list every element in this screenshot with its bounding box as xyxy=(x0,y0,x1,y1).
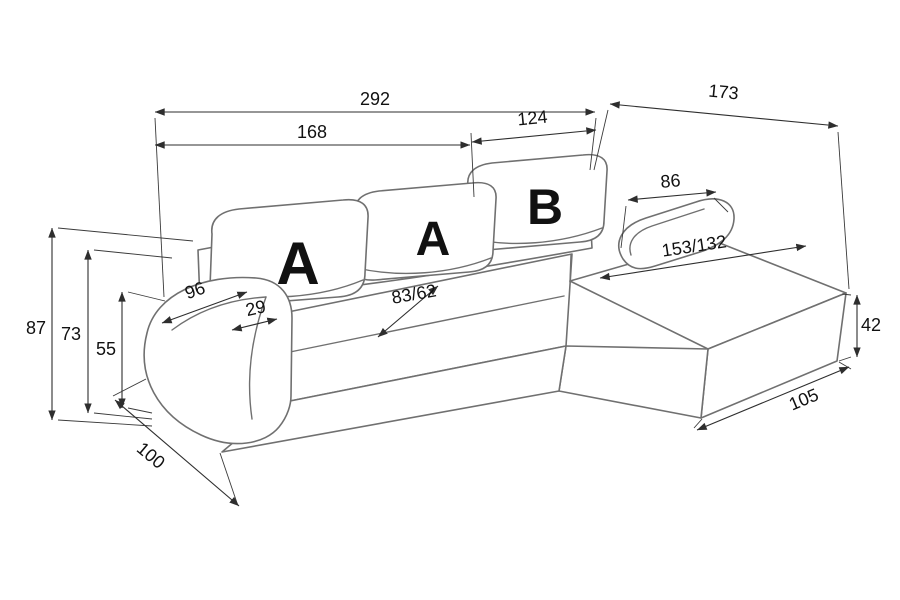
extension-line xyxy=(837,131,850,290)
extension-line xyxy=(93,412,153,420)
dim-armrest-length-line xyxy=(627,189,717,203)
extension-line xyxy=(838,356,852,362)
dim-seat-depth-line xyxy=(377,285,439,338)
corner-edge-line xyxy=(569,254,572,283)
dim-chaise-seat-height-value: 42 xyxy=(861,315,881,335)
dim-chaise-length-value: 173 xyxy=(708,81,740,104)
extension-line xyxy=(841,293,852,296)
dim-total-depth-line xyxy=(114,399,240,507)
extension-line xyxy=(693,418,703,429)
left-armrest-front-curve xyxy=(248,296,267,420)
dim-total-width-value: 292 xyxy=(360,89,390,109)
extension-line xyxy=(57,419,153,427)
chaise-front-left-face xyxy=(558,345,709,419)
dim-total-depth-value: 100 xyxy=(133,438,169,473)
extension-line xyxy=(57,227,194,242)
dimension-labels: 292 173 168 124 86 153/132 96 29 83/62 8… xyxy=(26,81,881,473)
cushion-letters: A A B xyxy=(276,179,563,297)
extension-line xyxy=(93,249,173,259)
dimension-lines xyxy=(48,101,861,507)
dim-seat-section-width-value: 168 xyxy=(297,122,327,142)
cushion-middle-seam xyxy=(356,257,492,275)
extension-line xyxy=(219,452,238,504)
dim-corner-section-width-value: 124 xyxy=(517,107,549,130)
dim-chaise-width-value: 105 xyxy=(786,384,821,414)
extension-line xyxy=(838,361,852,370)
dim-armrest-width-line xyxy=(231,317,278,332)
dim-back-height-value: 73 xyxy=(61,324,81,344)
extension-line xyxy=(127,407,153,414)
cushion-middle-label: A xyxy=(416,213,451,266)
dim-chaise-length-line xyxy=(609,101,839,129)
extension-line xyxy=(713,197,729,213)
extension-line xyxy=(593,109,609,171)
dim-armrest-depth-line xyxy=(161,291,248,324)
extension-line xyxy=(620,205,627,249)
dim-chaise-seat-length-line xyxy=(599,243,807,281)
extension-line xyxy=(127,291,166,302)
dim-armrest-length-value: 86 xyxy=(660,170,682,192)
dim-armrest-width-value: 29 xyxy=(244,296,268,320)
dim-total-height-value: 87 xyxy=(26,318,46,338)
dim-corner-section-width-line xyxy=(471,127,597,145)
extension-line xyxy=(112,378,147,397)
dim-armrest-height-value: 55 xyxy=(96,339,116,359)
cushion-right-label: B xyxy=(527,179,563,235)
extension-line xyxy=(470,132,475,198)
cushion-left-label: A xyxy=(276,230,319,297)
dim-chaise-width-line xyxy=(696,366,850,431)
